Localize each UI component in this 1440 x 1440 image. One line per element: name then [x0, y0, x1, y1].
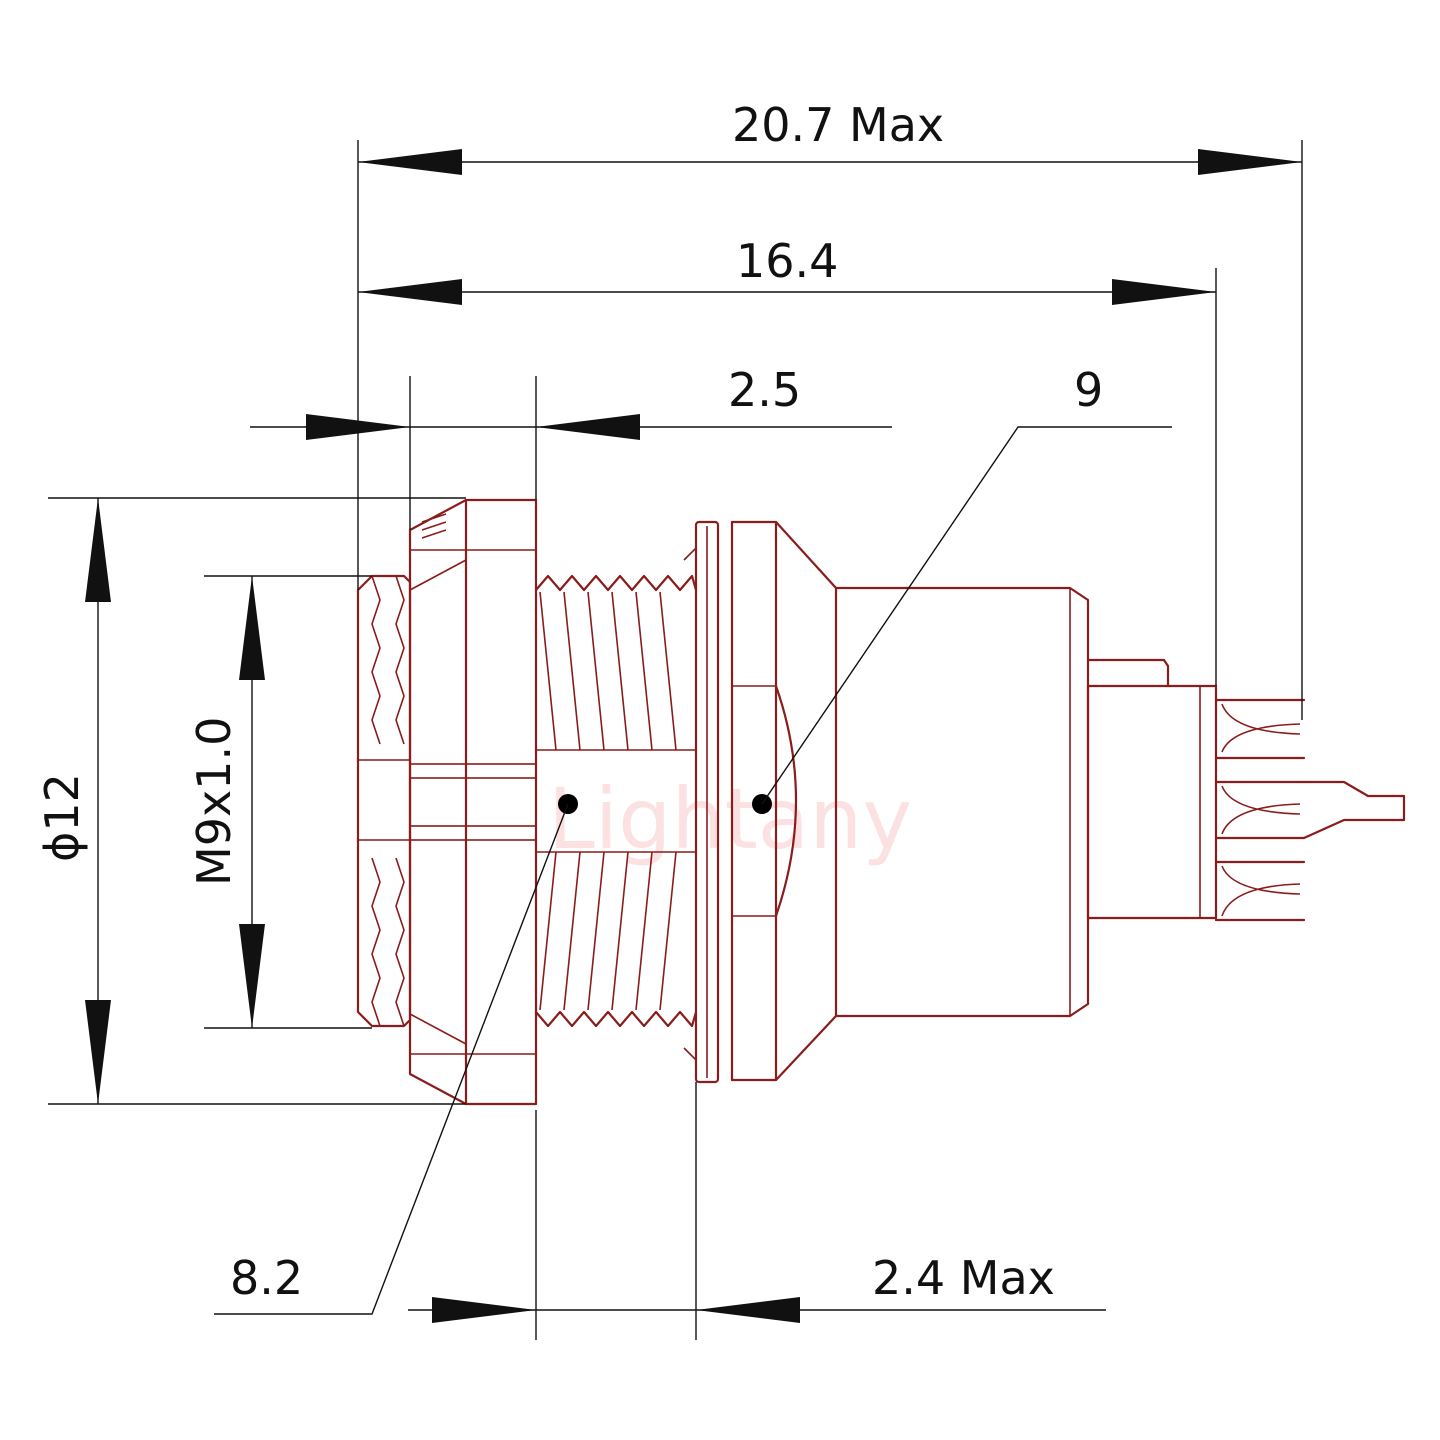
watermark-text: Lightany [548, 770, 912, 868]
dim-flange-diameter-label: ϕ12 [35, 773, 89, 862]
dim-panel-thickness: 2.4 Max [408, 1251, 1106, 1323]
dim-overall-length-label: 20.7 Max [732, 98, 944, 152]
rear-insert [1086, 658, 1218, 920]
solder-pins [1214, 698, 1406, 922]
dim-overall-length: 20.7 Max [358, 98, 1302, 175]
dim-panel-thickness-label: 2.4 Max [872, 1251, 1055, 1305]
dim-flange-thickness: 2.5 [250, 363, 892, 440]
dim-thread-flat: 8.2 [214, 803, 569, 1315]
dim-flange-thickness-label: 2.5 [728, 363, 801, 417]
dim-thread-flat-label: 8.2 [230, 1251, 303, 1305]
dim-body-length: 16.4 [358, 234, 1216, 305]
dim-thread-spec-label: M9x1.0 [187, 717, 241, 886]
dim-thread-spec: M9x1.0 [187, 576, 265, 1028]
front-collar [356, 574, 412, 1028]
connector-body [356, 498, 1406, 1106]
dim-panel-cutout: 9 [761, 363, 1172, 805]
dim-flange-diameter: ϕ12 [35, 498, 111, 1104]
dim-body-length-label: 16.4 [736, 234, 838, 288]
dim-panel-cutout-label: 9 [1074, 363, 1103, 417]
front-flange [408, 498, 538, 1106]
dimension-lines: 20.7 Max 16.4 2.5 9 ϕ12 [35, 98, 1303, 1340]
panel-washer [694, 520, 720, 1084]
